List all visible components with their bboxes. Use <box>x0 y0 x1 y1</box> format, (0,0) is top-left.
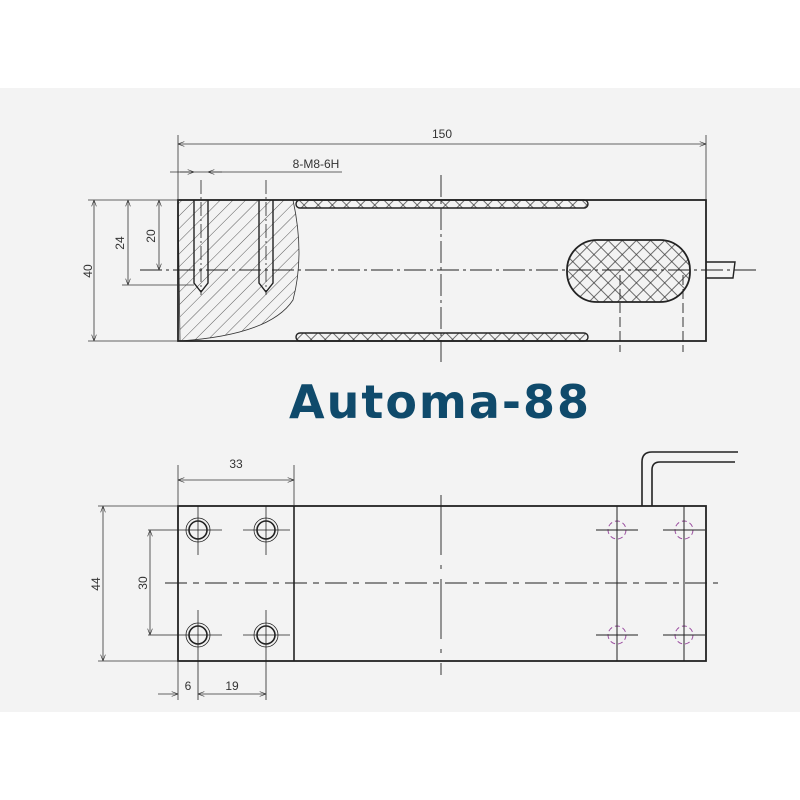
dim-hole-depth: 24 <box>113 236 127 250</box>
dim-thread-depth: 20 <box>144 229 158 243</box>
top-view <box>98 451 738 700</box>
dim-hole-spacing-x: 19 <box>225 679 239 693</box>
dim-length: 150 <box>432 127 452 141</box>
dim-block-length: 33 <box>229 457 243 471</box>
dim-width: 44 <box>89 577 103 591</box>
dim-thread-spec: 8-M8-6H <box>293 157 340 171</box>
watermark-text: Automa-88 <box>289 375 591 429</box>
side-view <box>88 135 760 365</box>
cable <box>641 451 738 506</box>
threaded-hole <box>193 180 274 295</box>
dim-hole-spacing-y: 30 <box>136 576 150 590</box>
top-groove <box>295 199 589 209</box>
strain-gauge-pocket <box>566 239 691 303</box>
bottom-groove <box>295 332 589 342</box>
load-cell-top <box>177 505 707 662</box>
dim-hole-offset-x: 6 <box>185 679 192 693</box>
dim-height: 40 <box>81 264 95 278</box>
drawing-panel <box>0 88 800 712</box>
